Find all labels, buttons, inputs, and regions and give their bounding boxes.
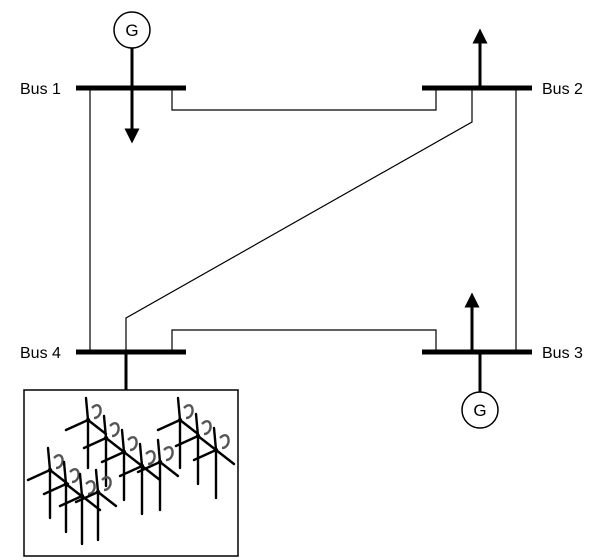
generator-bus1-label: G bbox=[125, 21, 138, 40]
bus-1-label: Bus 1 bbox=[20, 81, 61, 98]
generator-bus3-label: G bbox=[473, 401, 486, 420]
line-bus1-bus2 bbox=[171, 88, 437, 111]
bus-4-label: Bus 4 bbox=[20, 345, 61, 362]
line-bus3-bus4 bbox=[171, 329, 437, 352]
bus-3-label: Bus 3 bbox=[542, 345, 583, 362]
generator-bus3-icon bbox=[461, 391, 499, 429]
wind-farm-box bbox=[23, 389, 239, 557]
line-bus2-bus4 bbox=[125, 88, 473, 352]
bus-2-label: Bus 2 bbox=[542, 81, 583, 98]
